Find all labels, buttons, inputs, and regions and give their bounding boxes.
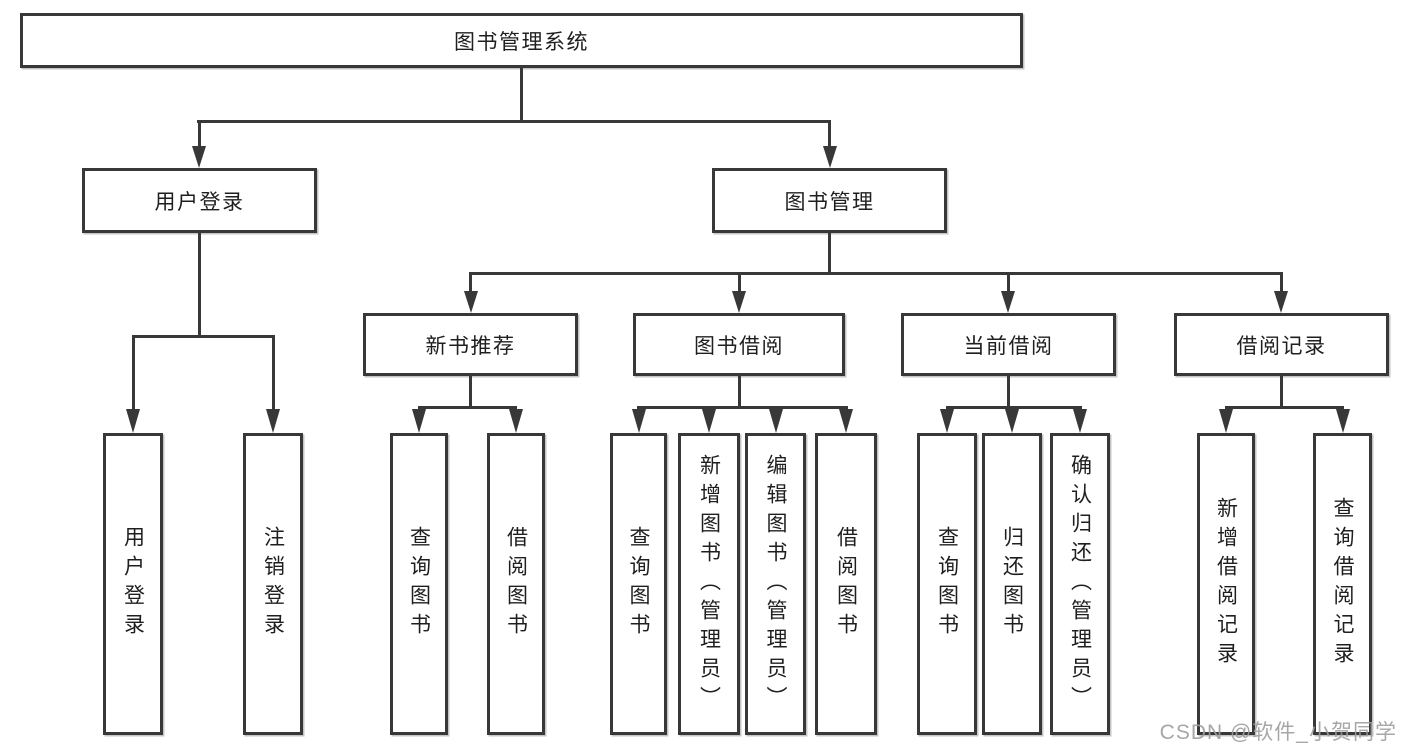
- connector-borrow-drop: [738, 376, 741, 409]
- connector-level1-bus: [197, 120, 831, 123]
- arrowhead-recommend-child-1: [509, 409, 523, 433]
- arrowhead-current-child-0: [940, 409, 954, 433]
- arrowhead-borrow-child-0: [632, 409, 646, 433]
- connector-borrow-bus: [637, 406, 848, 409]
- arrowhead-current: [1001, 291, 1015, 313]
- node-current-label: 当前借阅: [963, 334, 1054, 358]
- node-records: 借阅记录: [1174, 313, 1389, 376]
- leaf-borrow-edit: 编辑图书（管理员）: [745, 433, 806, 735]
- connector-drop-leaf-logout: [272, 335, 275, 411]
- leaf-borrow-borrow-label: 借阅图书: [834, 526, 858, 642]
- node-current: 当前借阅: [901, 313, 1116, 376]
- leaf-records-query-label: 查询借阅记录: [1331, 497, 1354, 671]
- arrowhead-leaf-login: [126, 409, 140, 433]
- leaf-recommend-borrow: 借阅图书: [487, 433, 545, 735]
- leaf-recommend-query-label: 查询图书: [407, 526, 431, 642]
- arrowhead-leaf-logout: [266, 409, 280, 433]
- leaf-borrow-query: 查询图书: [610, 433, 667, 735]
- arrowhead-current-child-1: [1005, 409, 1019, 433]
- arrowhead-current-child-2: [1073, 409, 1087, 433]
- leaf-current-return: 归还图书: [982, 433, 1042, 735]
- connector-records-drop: [1280, 376, 1283, 409]
- leaf-borrow-edit-label: 编辑图书（管理员）: [764, 453, 787, 715]
- arrowhead-records-child-0: [1219, 409, 1233, 433]
- leaf-user-logout-label: 注销登录: [261, 526, 285, 642]
- leaf-current-confirm: 确认归还（管理员）: [1050, 433, 1110, 735]
- node-book-mgmt: 图书管理: [712, 168, 947, 233]
- node-records-label: 借阅记录: [1236, 334, 1327, 358]
- leaf-borrow-add: 新增图书（管理员）: [678, 433, 740, 735]
- node-borrow-label: 图书借阅: [694, 334, 784, 358]
- connector-current-bus: [946, 406, 1082, 409]
- leaf-records-add: 新增借阅记录: [1197, 433, 1255, 735]
- leaf-records-add-label: 新增借阅记录: [1214, 497, 1238, 671]
- leaf-current-query: 查询图书: [917, 433, 977, 735]
- arrowhead-borrow-child-3: [839, 409, 853, 433]
- connector-recommend-bus: [418, 406, 517, 409]
- node-user-login: 用户登录: [82, 168, 317, 233]
- node-root: 图书管理系统: [20, 13, 1023, 68]
- node-recommend-label: 新书推荐: [425, 334, 516, 358]
- connector-records-bus: [1225, 406, 1344, 409]
- connector-level2-bus: [469, 272, 1283, 275]
- node-book-mgmt-label: 图书管理: [784, 190, 875, 214]
- leaf-current-return-label: 归还图书: [1000, 526, 1024, 642]
- leaf-user-login: 用户登录: [103, 433, 163, 735]
- node-user-login-label: 用户登录: [154, 190, 245, 214]
- arrowhead-records-child-1: [1336, 409, 1350, 433]
- arrowhead-recommend: [464, 291, 478, 313]
- leaf-current-query-label: 查询图书: [935, 526, 959, 642]
- arrowhead-borrow-child-1: [702, 409, 716, 433]
- connector-user-login-bus: [132, 335, 275, 338]
- leaf-recommend-query: 查询图书: [390, 433, 448, 735]
- leaf-recommend-borrow-label: 借阅图书: [504, 526, 528, 642]
- node-recommend: 新书推荐: [363, 313, 578, 376]
- leaf-records-query: 查询借阅记录: [1313, 433, 1372, 735]
- connector-user-login-drop: [198, 233, 201, 336]
- connector-book-mgmt-drop: [828, 233, 831, 274]
- arrowhead-records: [1274, 291, 1288, 313]
- connector-drop-records: [1280, 272, 1283, 292]
- csdn-watermark: CSDN @软件_小贺同学: [1159, 721, 1397, 744]
- leaf-borrow-borrow: 借阅图书: [815, 433, 877, 735]
- arrowhead-book-mgmt: [823, 146, 837, 168]
- connector-drop-user-login: [198, 120, 201, 148]
- connector-drop-book-mgmt: [828, 120, 831, 148]
- leaf-user-logout: 注销登录: [243, 433, 303, 735]
- leaf-user-login-label: 用户登录: [121, 526, 145, 642]
- arrowhead-recommend-child-0: [412, 409, 426, 433]
- connector-drop-leaf-login: [132, 335, 135, 411]
- arrowhead-borrow-child-2: [769, 409, 783, 433]
- arrowhead-borrow: [732, 291, 746, 313]
- connector-drop-borrow: [738, 272, 741, 292]
- connector-current-drop: [1007, 376, 1010, 409]
- node-borrow: 图书借阅: [633, 313, 845, 376]
- connector-recommend-drop: [469, 376, 472, 409]
- connector-drop-recommend: [469, 272, 472, 292]
- node-root-label: 图书管理系统: [454, 30, 589, 54]
- leaf-current-confirm-label: 确认归还（管理员）: [1068, 453, 1092, 715]
- connector-drop-current: [1007, 272, 1010, 292]
- arrowhead-user-login: [192, 146, 206, 168]
- leaf-borrow-add-label: 新增图书（管理员）: [697, 453, 721, 715]
- leaf-borrow-query-label: 查询图书: [627, 526, 650, 642]
- connector-root-drop: [520, 68, 523, 121]
